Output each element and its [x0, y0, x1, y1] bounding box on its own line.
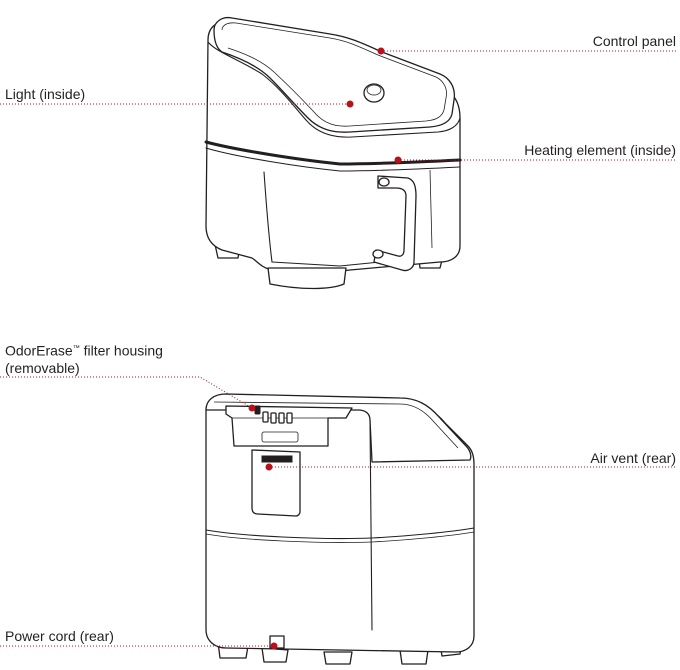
basket-front	[263, 171, 273, 263]
control-panel-lid	[213, 16, 456, 133]
lid-inner-rim	[221, 22, 447, 127]
filter-slot-1	[254, 405, 261, 415]
air-fryer-rear-view	[205, 393, 475, 665]
dot-control-panel	[377, 47, 385, 55]
label-air-vent: Air vent (rear)	[590, 450, 676, 466]
filter-slot-2	[262, 411, 269, 423]
heating-band	[204, 140, 462, 166]
label-filter-housing-removable: (removable)	[5, 359, 80, 376]
rear-top-inner	[213, 401, 459, 449]
dot-heating-element	[394, 156, 402, 164]
rear-foot-3	[323, 651, 353, 665]
rear-foot-2	[261, 647, 289, 663]
air-fryer-front-view	[204, 16, 462, 290]
filter-handle	[261, 431, 299, 443]
callout-dots	[248, 47, 402, 650]
handle-release	[378, 177, 390, 187]
rear-seam-lower	[205, 531, 475, 543]
control-dial	[363, 83, 385, 103]
label-power-cord: Power cord (rear)	[5, 628, 114, 644]
label-control-panel: Control panel	[592, 33, 676, 49]
heating-band-lower	[205, 147, 461, 172]
rear-seam	[205, 527, 475, 540]
trademark-symbol: ™	[72, 345, 80, 352]
basket-bottom	[271, 261, 381, 267]
leader-lines	[0, 50, 676, 647]
body-edge	[429, 169, 433, 249]
control-dial-top	[366, 84, 382, 96]
dot-light	[346, 100, 354, 108]
lid-lower-edge	[207, 41, 461, 138]
label-filter-housing: OdorErase™ filter housing (removable)	[5, 340, 163, 377]
filter-slot-4	[278, 412, 285, 424]
rear-foot-4	[399, 649, 429, 665]
dot-power-cord	[270, 642, 278, 650]
dot-filter-housing	[248, 404, 256, 412]
label-light: Light (inside)	[5, 86, 86, 102]
leader-filter-housing	[0, 376, 253, 409]
rear-top	[205, 393, 472, 463]
air-vent-grille	[261, 455, 293, 463]
filter-slot-3	[270, 412, 277, 424]
handle-latch	[372, 249, 384, 259]
front-base	[267, 267, 347, 290]
rear-side-edge	[369, 419, 373, 631]
label-filter-housing-text: filter housing	[79, 342, 163, 359]
filter-housing	[225, 405, 353, 447]
label-heating-element: Heating element (inside)	[524, 142, 676, 158]
dot-air-vent	[265, 463, 273, 471]
label-filter-housing-brand: OdorErase	[5, 342, 73, 359]
filter-slot-5	[286, 412, 293, 424]
